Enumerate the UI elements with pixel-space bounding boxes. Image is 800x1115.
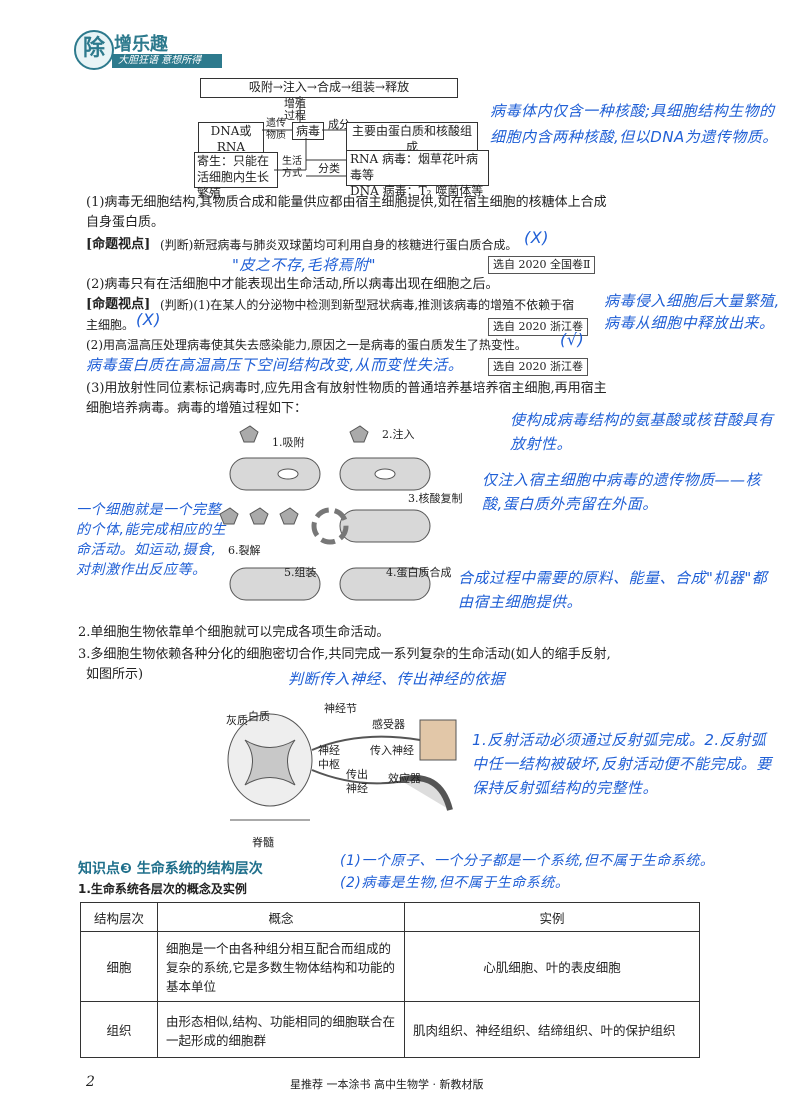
note-nucleic-acid: 病毒体内仅含一种核酸;具细胞结构生物的细胞内含两种核酸,但以DNA为遗传物质。: [490, 102, 778, 146]
subsection-title: 1.生命系统各层次的概念及实例: [78, 882, 247, 896]
classify-label: 分类: [318, 162, 340, 175]
reflex-arc-figure: [227, 713, 457, 821]
dna-virus-text: DNA 病毒：T₂ 噬菌体等: [350, 184, 484, 198]
para-4: 2.单细胞生物依靠单个细胞就可以完成各项生命活动。: [78, 625, 390, 640]
label-white-matter: 白质: [248, 710, 270, 723]
label-spinal-cord: 脊髓: [252, 836, 274, 849]
cell-level: 细胞: [80, 931, 158, 1002]
step-inject: 2.注入: [382, 428, 415, 441]
header-concept: 概念: [157, 902, 405, 932]
section-title: 知识点❸ 生命系统的结构层次: [78, 861, 263, 877]
top-chain-box: 吸附→注入→合成→组装→释放: [200, 78, 458, 98]
mark-wrong-2: (X): [136, 310, 161, 329]
label-ganglion: 神经节: [324, 702, 357, 715]
viewpoint-2c: (2)用高温高压处理病毒使其失去感染能力,原因之一是病毒的蛋白质发生了热变性。: [86, 338, 527, 352]
note-reflex-arc: 1.反射活动必须通过反射弧完成。2.反射弧中任一结构被破坏,反射活动便不能完成。…: [472, 731, 772, 797]
source-2: 选自 2020 浙江卷: [488, 318, 588, 336]
composition-label: 成分: [328, 118, 350, 131]
note-not-life-system-1: (1)一个原子、一个分子都是一个系统,但不属于生命系统。: [340, 853, 715, 869]
step-replicate: 3.核酸复制: [408, 492, 463, 505]
step-assemble: 5.组装: [284, 566, 317, 579]
para-5b: 如图所示): [86, 667, 144, 682]
header-level: 结构层次: [80, 902, 158, 932]
note-single-cell: 一个细胞就是一个完整的个体,能完成相应的生命活动。如运动,摄食,对刺激作出反应等…: [76, 502, 226, 578]
para-5: 3.多细胞生物依赖各种分化的细胞密切合作,共同完成一系列复杂的生命活动(如人的缩…: [78, 647, 611, 662]
viewpoint-1: (判断)新冠病毒与肺炎双球菌均可利用自身的核糖进行蛋白质合成。: [160, 238, 518, 252]
brand-slogan-bar: [112, 54, 222, 68]
para-2: (2)病毒只有在活细胞中才能表现出生命活动,所以病毒出现在细胞之后。: [86, 277, 499, 292]
brand-name: 增乐趣: [114, 34, 168, 55]
brand-logo: 除: [74, 30, 114, 70]
source-3: 选自 2020 浙江卷: [488, 358, 588, 376]
source-1: 选自 2020 全国卷Ⅱ: [488, 256, 596, 274]
viewpoint-label-1: [命题视点]: [86, 237, 151, 252]
label-receptor: 感受器: [372, 718, 405, 731]
table-row: 组织 由形态相似,结构、功能相同的细胞联合在一起形成的细胞群 肌肉组织、神经组织…: [80, 1001, 700, 1058]
label-afferent: 传入神经: [370, 744, 414, 757]
viewpoint-2a: (判断)(1)在某人的分泌物中检测到新型冠状病毒,推测该病毒的增殖不依赖于宿: [160, 298, 575, 312]
life-mode-label: 生活方式: [282, 156, 302, 179]
life-mode-box: 寄生：只能在活细胞内生长繁殖: [194, 152, 278, 200]
note-radioactive: 使构成病毒结构的氨基酸或核苷酸具有放射性。: [510, 411, 774, 453]
page-number: 2: [86, 1074, 95, 1090]
brand-slogan: 大胆狂语 意想所得: [118, 55, 202, 66]
para-3: (3)用放射性同位素标记病毒时,应先用含有放射性物质的普通培养基培养宿主细胞,再…: [86, 381, 607, 396]
note-proverb: "皮之不存,毛将焉附": [232, 256, 377, 274]
mark-correct: (√): [560, 330, 585, 349]
diagram1-connectors: [262, 96, 346, 177]
genetic-material-label: 遗传物质: [266, 118, 286, 141]
cell-concept: 细胞是一个由各种组分相互配合而组成的复杂的系统,它是多数生物体结构和功能的基本单…: [157, 931, 405, 1002]
note-inject: 仅注入宿主细胞中病毒的遗传物质——核酸,蛋白质外壳留在外面。: [482, 471, 762, 513]
viewpoint-label-2: [命题视点]: [86, 297, 151, 312]
virus-cycle-figure: [219, 425, 431, 601]
note-denature: 病毒蛋白质在高温高压下空间结构改变,从而变性失活。: [86, 356, 464, 374]
step-protein: 4.蛋白质合成: [386, 566, 452, 579]
header-example: 实例: [404, 902, 700, 932]
rna-virus-text: RNA 病毒：烟草花叶病毒等: [350, 152, 479, 182]
para-1: (1)病毒无细胞结构,其物质合成和能量供应都由宿主细胞提供,如在宿主细胞的核糖体…: [86, 195, 607, 210]
mark-wrong-1: (X): [524, 228, 549, 247]
para-1b: 自身蛋白质。: [86, 215, 165, 230]
cell-level: 组织: [80, 1001, 158, 1058]
label-gray-matter: 灰质: [226, 714, 248, 727]
footer-text: 星推荐 一本涂书 高中生物学 · 新教材版: [290, 1078, 484, 1091]
table-header-row: 结构层次 概念 实例: [80, 902, 700, 932]
cell-example: 肌肉组织、神经组织、结缔组织、叶的保护组织: [404, 1001, 700, 1058]
table-row: 细胞 细胞是一个由各种组分相互配合而组成的复杂的系统,它是多数生物体结构和功能的…: [80, 931, 700, 1002]
para-3b: 细胞培养病毒。病毒的增殖过程如下：: [86, 401, 308, 416]
virus-box: 病毒: [292, 122, 324, 140]
note-not-life-system-2: (2)病毒是生物,但不属于生命系统。: [340, 875, 570, 891]
note-virus-release: 病毒侵入细胞后大量繁殖,病毒从细胞中释放出来。: [604, 292, 780, 332]
viewpoint-2b: 主细胞。: [86, 318, 135, 332]
cell-example: 心肌细胞、叶的表皮细胞: [404, 931, 700, 1002]
label-efferent: 传出神经: [346, 768, 368, 795]
note-nerve-basis: 判断传入神经、传出神经的依据: [288, 670, 506, 688]
note-synthesis: 合成过程中需要的原料、能量、合成"机器"都由宿主细胞提供。: [458, 569, 768, 611]
step-adsorb: 1.吸附: [272, 436, 305, 449]
cell-concept: 由形态相似,结构、功能相同的细胞联合在一起形成的细胞群: [157, 1001, 405, 1058]
virus-types-box: RNA 病毒：烟草花叶病毒等 DNA 病毒：T₂ 噬菌体等: [346, 150, 489, 198]
label-center: 神经中枢: [318, 744, 340, 771]
label-effector: 效应器: [388, 772, 421, 785]
step-lysis: 6.裂解: [228, 544, 261, 557]
life-system-table: 结构层次 概念 实例 细胞 细胞是一个由各种组分相互配合而组成的复杂的系统,它是…: [80, 902, 700, 1058]
